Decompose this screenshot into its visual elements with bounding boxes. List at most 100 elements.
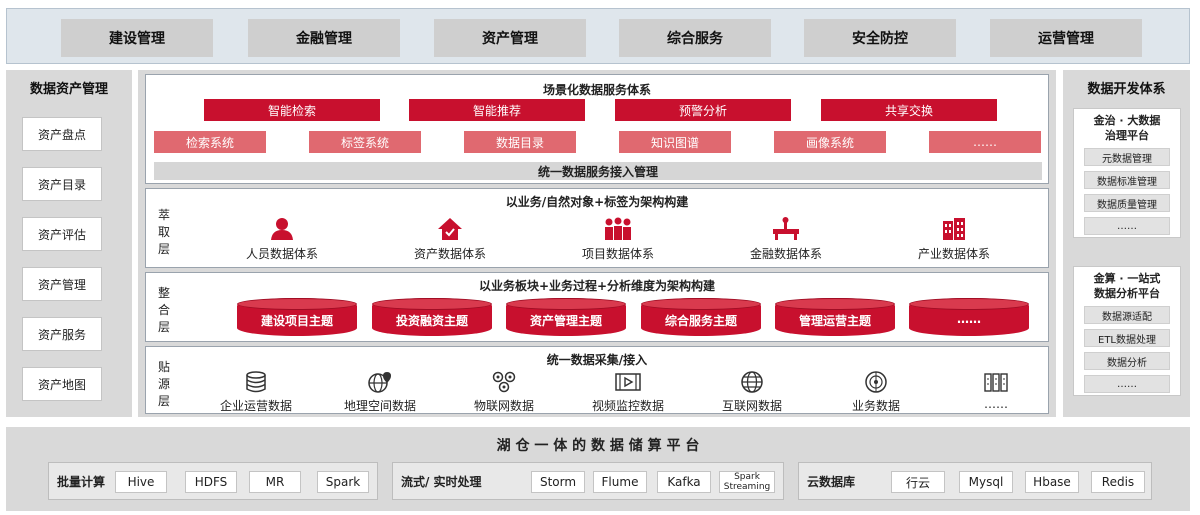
- left-panel: 数据资产管理 资产盘点 资产目录 资产评估 资产管理 资产服务 资产地图: [6, 70, 132, 417]
- analysis-title-line2: 数据分析平台: [1094, 287, 1160, 300]
- topic-asset-management[interactable]: 资产管理主题: [506, 298, 626, 336]
- batch-compute-label: 批量计算: [57, 475, 106, 489]
- source-video-label: 视频监控数据: [591, 399, 664, 413]
- batch-compute-group: 批量计算 Hive HDFS MR Spark: [48, 462, 378, 500]
- topic-service-label: 综合服务主题: [664, 314, 737, 328]
- metadata-mgmt-item[interactable]: 元数据管理: [1084, 148, 1170, 166]
- data-standard-item[interactable]: 数据标准管理: [1084, 171, 1170, 189]
- analysis-platform-title: 金算 · 一站式 数据分析平台: [1074, 271, 1180, 301]
- more-systems-button[interactable]: ……: [929, 131, 1041, 153]
- kafka-item[interactable]: Kafka: [657, 471, 711, 493]
- finance-data-label: 金融数据体系: [749, 247, 822, 261]
- finance-icon: [773, 217, 799, 240]
- right-panel-title: 数据开发体系: [1087, 82, 1166, 97]
- hdfs-item[interactable]: HDFS: [185, 471, 237, 493]
- spark-item[interactable]: Spark: [317, 471, 369, 493]
- asset-data-system: 资产数据体系: [390, 217, 510, 262]
- nav-service[interactable]: 综合服务: [619, 19, 771, 57]
- nav-finance[interactable]: 金融管理: [248, 19, 400, 57]
- team-icon: [605, 217, 631, 240]
- hbase-item[interactable]: Hbase: [1025, 471, 1079, 493]
- source-geo-spatial: 地理空间数据: [320, 371, 440, 414]
- topic-comprehensive-service[interactable]: 综合服务主题: [641, 298, 761, 336]
- left-item-map[interactable]: 资产地图: [22, 367, 102, 401]
- cloud-database-label: 云数据库: [807, 475, 856, 489]
- etl-processing-item[interactable]: ETL数据处理: [1084, 329, 1170, 347]
- topic-investment-label: 投资融资主题: [395, 314, 468, 328]
- bars-icon: [984, 373, 1008, 392]
- topic-more[interactable]: ……: [909, 298, 1029, 336]
- mr-item[interactable]: MR: [249, 471, 301, 493]
- hive-item[interactable]: Hive: [115, 471, 167, 493]
- data-quality-item[interactable]: 数据质量管理: [1084, 194, 1170, 212]
- knowledge-graph-button[interactable]: 知识图谱: [619, 131, 731, 153]
- datasource-adapter-item[interactable]: 数据源适配: [1084, 306, 1170, 324]
- extract-layer: 萃取层 以业务/自然对象+标签为架构构建 人员数据体系 资产数据体系 项目数据体…: [145, 188, 1049, 268]
- smart-search-button[interactable]: 智能检索: [204, 99, 380, 121]
- nav-security[interactable]: 安全防控: [804, 19, 956, 57]
- flume-item[interactable]: Flume: [593, 471, 647, 493]
- source-enterprise-label: 企业运营数据: [219, 399, 292, 413]
- spark-streaming-line1: Spark: [734, 472, 760, 482]
- redis-item[interactable]: Redis: [1091, 471, 1145, 493]
- topic-construction-label: 建设项目主题: [260, 314, 333, 328]
- governance-platform-title: 金治 · 大数据 治理平台: [1074, 113, 1180, 143]
- left-item-service[interactable]: 资产服务: [22, 317, 102, 351]
- person-data-label: 人员数据体系: [245, 247, 318, 261]
- source-business: 业务数据: [816, 371, 936, 414]
- topic-investment-finance[interactable]: 投资融资主题: [372, 298, 492, 336]
- smart-recommend-button[interactable]: 智能推荐: [409, 99, 585, 121]
- storage-compute-platform: 湖 仓 一 体 的 数 据 储 算 平 台 批量计算 Hive HDFS MR …: [6, 427, 1190, 511]
- person-icon: [271, 218, 293, 240]
- spark-streaming-item[interactable]: Spark Streaming: [719, 471, 775, 493]
- source-internet-label: 互联网数据: [721, 399, 782, 413]
- share-exchange-button[interactable]: 共享交换: [821, 99, 997, 121]
- asset-data-label: 资产数据体系: [413, 247, 486, 261]
- analysis-title-line1: 金算 · 一站式: [1093, 272, 1161, 285]
- mysql-item[interactable]: Mysql: [959, 471, 1013, 493]
- project-data-system: 项目数据体系: [558, 217, 678, 262]
- analysis-more-item[interactable]: ……: [1084, 375, 1170, 393]
- platform-title: 湖 仓 一 体 的 数 据 储 算 平 台: [496, 438, 700, 454]
- source-more-label: ……: [984, 397, 1008, 411]
- finance-data-system: 金融数据体系: [726, 217, 846, 262]
- topic-construction-project[interactable]: 建设项目主题: [237, 298, 357, 336]
- tag-system-button[interactable]: 标签系统: [309, 131, 421, 153]
- service-layer: 场景化数据服务体系 智能检索 智能推荐 预警分析 共享交换 检索系统 标签系统 …: [145, 74, 1049, 184]
- top-nav-bar: 建设管理 金融管理 资产管理 综合服务 安全防控 运营管理: [6, 8, 1190, 64]
- alert-analysis-button[interactable]: 预警分析: [615, 99, 791, 121]
- source-layer-label: 贴源层: [157, 360, 170, 408]
- left-item-catalog[interactable]: 资产目录: [22, 167, 102, 201]
- video-icon: [615, 373, 641, 391]
- source-internet: 互联网数据: [692, 371, 812, 414]
- governance-more-item[interactable]: ……: [1084, 217, 1170, 235]
- left-item-inventory[interactable]: 资产盘点: [22, 117, 102, 151]
- stream-processing-label: 流式/ 实时处理: [401, 475, 482, 489]
- search-system-button[interactable]: 检索系统: [154, 131, 266, 153]
- source-geo-label: 地理空间数据: [343, 399, 416, 413]
- portrait-system-button[interactable]: 画像系统: [774, 131, 886, 153]
- industry-data-system: 产业数据体系: [894, 217, 1014, 262]
- data-analysis-item[interactable]: 数据分析: [1084, 352, 1170, 370]
- nav-construction[interactable]: 建设管理: [61, 19, 213, 57]
- nav-operation[interactable]: 运营管理: [990, 19, 1142, 57]
- topic-asset-label: 资产管理主题: [529, 314, 602, 328]
- extract-layer-label: 萃取层: [157, 208, 170, 256]
- building-icon: [943, 218, 965, 240]
- xingyun-item[interactable]: 行云: [891, 471, 945, 493]
- source-video: 视频监控数据: [568, 371, 688, 414]
- person-data-system: 人员数据体系: [222, 217, 342, 262]
- integrate-layer: 整合层 以业务板块+业务过程+分析维度为架构构建 建设项目主题 投资融资主题 资…: [145, 272, 1049, 342]
- topic-management-operation[interactable]: 管理运营主题: [775, 298, 895, 336]
- data-catalog-button[interactable]: 数据目录: [464, 131, 576, 153]
- topic-more-label: ……: [957, 312, 981, 326]
- cloud-database-group: 云数据库 行云 Mysql Hbase Redis: [798, 462, 1152, 500]
- extract-layer-title: 以业务/自然对象+标签为架构构建: [505, 195, 689, 209]
- source-business-label: 业务数据: [851, 399, 900, 413]
- left-item-evaluation[interactable]: 资产评估: [22, 217, 102, 251]
- left-item-management[interactable]: 资产管理: [22, 267, 102, 301]
- nav-asset[interactable]: 资产管理: [434, 19, 586, 57]
- storm-item[interactable]: Storm: [531, 471, 585, 493]
- source-more: ……: [936, 371, 1056, 411]
- globe-pin-icon: [368, 372, 391, 393]
